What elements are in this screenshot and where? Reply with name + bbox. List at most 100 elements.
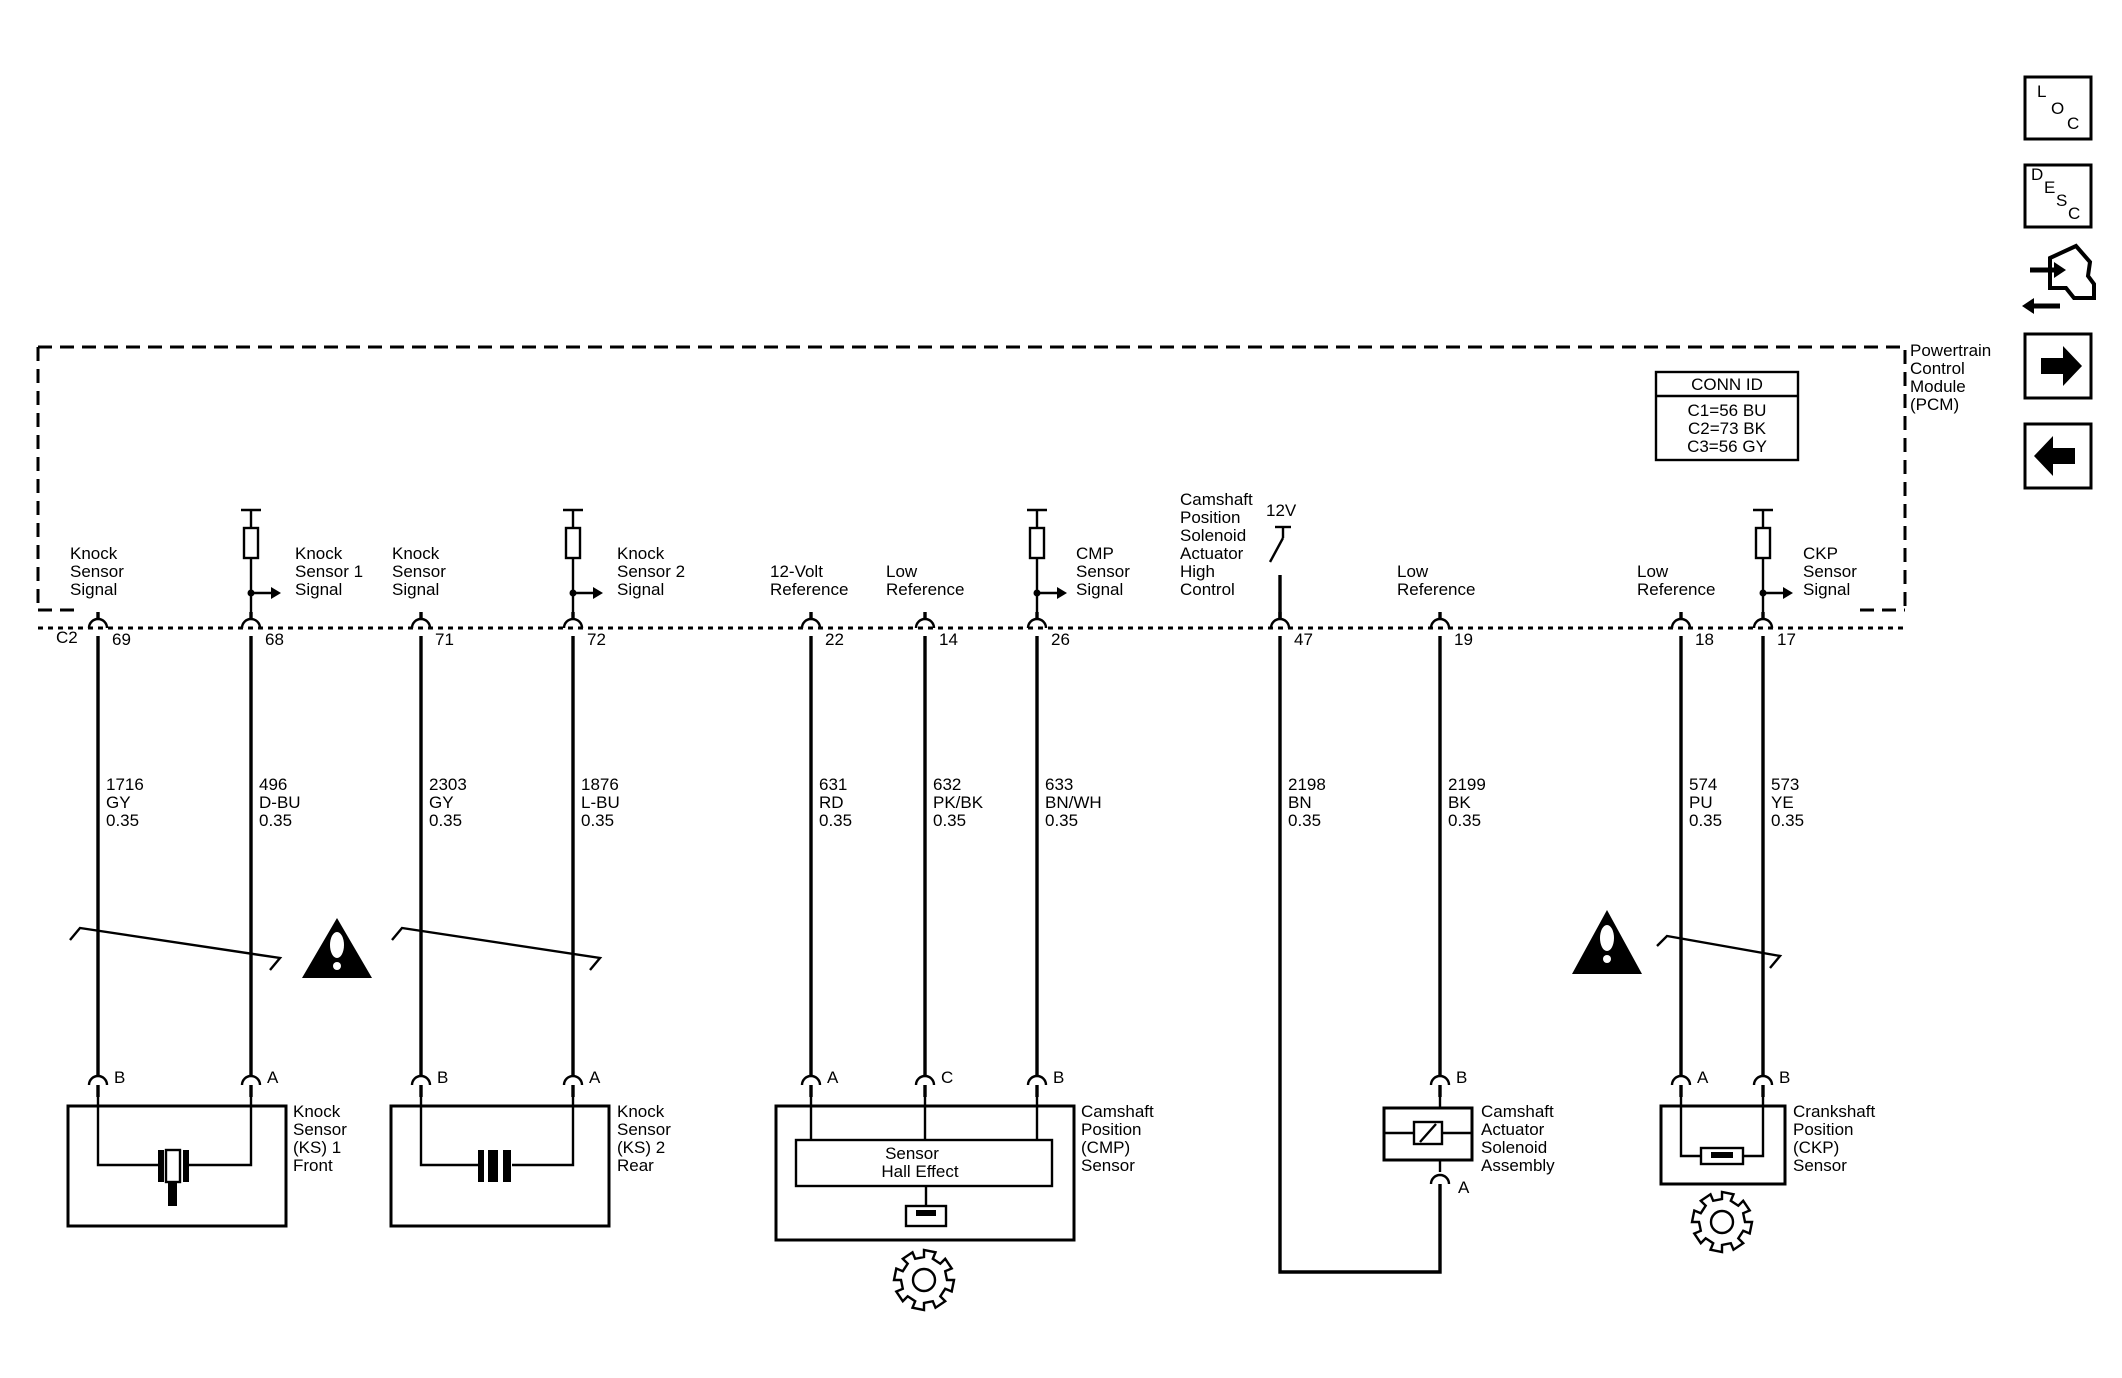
pcm-label: Powertrain Control Module (PCM) <box>1910 341 1996 414</box>
terminal-socket <box>914 1074 936 1086</box>
desc-letter: S <box>2056 191 2067 210</box>
pin-function-label: Position <box>1180 508 1240 527</box>
wire-color: GY <box>429 793 454 812</box>
pin-function-label: Reference <box>886 580 964 599</box>
pull-up-resistor <box>563 508 603 620</box>
wire-color: L-BU <box>581 793 620 812</box>
loc-letter: L <box>2037 82 2046 101</box>
circuits: KnockSensorSignal691716GY0.35BKnockSenso… <box>70 490 1857 1197</box>
loc-letter: C <box>2067 114 2079 133</box>
circuit-number: 632 <box>933 775 961 794</box>
pin-function-label: Signal <box>70 580 117 599</box>
wire-color: D-BU <box>259 793 301 812</box>
terminal-socket <box>1670 1074 1692 1086</box>
terminal-letter: B <box>1779 1068 1790 1087</box>
diagnostic-flow-icon[interactable] <box>2022 243 2096 314</box>
pin-function-label: Control <box>1180 580 1235 599</box>
terminal-letter: A <box>827 1068 839 1087</box>
pin-number: 68 <box>265 630 284 649</box>
pin-function-label: Low <box>886 562 918 581</box>
wire-color: BN/WH <box>1045 793 1102 812</box>
wire-color: PU <box>1689 793 1713 812</box>
pin-number: 47 <box>1294 630 1313 649</box>
pin-function-label: Reference <box>770 580 848 599</box>
terminal-letter: B <box>1053 1068 1064 1087</box>
terminal-letter: C <box>941 1068 953 1087</box>
terminal-socket <box>410 1074 432 1086</box>
pin-number: 17 <box>1777 630 1796 649</box>
wire-gauge: 0.35 <box>1771 811 1804 830</box>
arrow-right-icon <box>593 587 603 599</box>
circuit-number: 633 <box>1045 775 1073 794</box>
wire-gauge: 0.35 <box>819 811 852 830</box>
wire-gauge: 0.35 <box>106 811 139 830</box>
caution-icon <box>1572 910 1642 974</box>
wire-gauge: 0.35 <box>933 811 966 830</box>
pin-function-label: Sensor <box>1076 562 1130 581</box>
component-label: Knock Sensor (KS) 2 Rear <box>617 1102 676 1175</box>
arrow-left-icon <box>2034 436 2075 476</box>
terminal-socket <box>562 1074 584 1086</box>
pin-function-label: CKP <box>1803 544 1838 563</box>
caution-icon <box>302 918 372 978</box>
previous-button[interactable] <box>2023 422 2093 490</box>
pin-function-label: Low <box>1637 562 1669 581</box>
pin-function-label: Signal <box>392 580 439 599</box>
component-label: Crankshaft Position (CKP) Sensor <box>1793 1102 1880 1175</box>
conn-id-title: CONN ID <box>1691 375 1763 394</box>
pin-function-label: Knock <box>70 544 118 563</box>
wire-2198 <box>1278 636 1442 1274</box>
gear-icon <box>892 1248 956 1312</box>
conn-id-line: C1=56 BU <box>1688 401 1767 420</box>
pin-function-label: Actuator <box>1180 544 1244 563</box>
pin-number: 26 <box>1051 630 1070 649</box>
terminal-letter: A <box>589 1068 601 1087</box>
pull-up-resistor <box>1753 508 1793 620</box>
sensor-type-label: Sensor <box>885 1144 939 1163</box>
camshaft-actuator-solenoid: Camshaft Actuator Solenoid Assembly <box>1382 1097 1555 1175</box>
sensor-type-label: Hall Effect <box>881 1162 958 1181</box>
component-label: Knock Sensor (KS) 1 Front <box>293 1102 352 1175</box>
pin-function-label: Sensor <box>1803 562 1857 581</box>
knock-sensor-2: Knock Sensor (KS) 2 Rear <box>389 1097 676 1228</box>
terminal-letter: A <box>1458 1178 1470 1197</box>
pin-function-label: Sensor 1 <box>295 562 363 581</box>
wire-gauge: 0.35 <box>429 811 462 830</box>
terminal-socket <box>1752 1074 1774 1086</box>
break-line <box>391 926 603 971</box>
arrow-right-icon <box>271 587 281 599</box>
pin-function-label: Knock <box>617 544 665 563</box>
pin-number: 22 <box>825 630 844 649</box>
terminal-letter: B <box>1456 1068 1467 1087</box>
wire-gauge: 0.35 <box>1689 811 1722 830</box>
splice-breaks <box>69 926 1783 971</box>
pin-function-label: Solenoid <box>1180 526 1246 545</box>
pull-up-resistors <box>241 508 1793 620</box>
pin-function-label: Signal <box>617 580 664 599</box>
component-label: Camshaft Position (CMP) Sensor <box>1081 1102 1158 1175</box>
pin-function-label: Camshaft <box>1180 490 1253 509</box>
description-button[interactable]: D E S C <box>2023 163 2093 229</box>
knock-sensor-1: Knock Sensor (KS) 1 Front <box>66 1097 352 1228</box>
terminal-socket <box>800 1074 822 1086</box>
location-button[interactable]: L O C <box>2023 75 2093 141</box>
conn-id-line: C2=73 BK <box>1688 419 1767 438</box>
pin-function-label: 12-Volt <box>770 562 823 581</box>
pull-up-resistor <box>241 508 281 620</box>
pin-function-label: Knock <box>392 544 440 563</box>
pin-function-label: Reference <box>1637 580 1715 599</box>
desc-letter: D <box>2031 165 2043 184</box>
next-button[interactable] <box>2023 332 2093 400</box>
circuit-number: 573 <box>1771 775 1799 794</box>
circuit-number: 2198 <box>1288 775 1326 794</box>
wire-color: BN <box>1288 793 1312 812</box>
circuit-number: 574 <box>1689 775 1717 794</box>
desc-letter: E <box>2044 178 2055 197</box>
pin-number: 18 <box>1695 630 1714 649</box>
